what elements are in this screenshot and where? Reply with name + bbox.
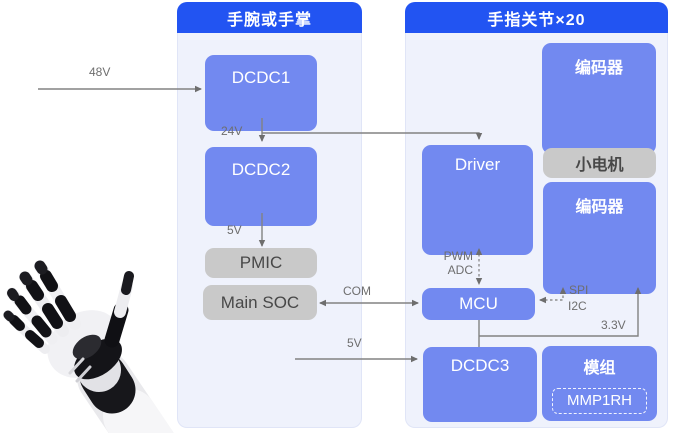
block-dcdc1: DCDC1 — [205, 55, 317, 131]
panel-wrist-palm: 手腕或手掌 DCDC1 DCDC2 PMIC Main SOC — [177, 2, 362, 428]
block-driver: Driver — [422, 145, 533, 255]
block-small-motor: 小电机 — [543, 148, 656, 178]
block-dcdc1-label: DCDC1 — [231, 68, 291, 87]
block-mcu: MCU — [422, 288, 535, 320]
panel-finger-joints-header: 手指关节×20 — [405, 2, 668, 33]
block-dcdc2: DCDC2 — [205, 147, 317, 226]
label-5v-bottom: 5V — [347, 336, 362, 350]
block-main-soc: Main SOC — [203, 285, 317, 320]
block-dcdc3-label: DCDC3 — [450, 356, 510, 375]
robot-hand-illustration — [3, 260, 174, 433]
label-pwm: PWM — [443, 249, 473, 263]
block-dcdc2-label: DCDC2 — [231, 160, 291, 179]
block-dcdc3: DCDC3 — [423, 347, 537, 422]
label-24v: 24V — [221, 124, 243, 138]
block-module-label: 模组 — [583, 360, 616, 377]
label-48v: 48V — [89, 65, 111, 79]
block-pmic-label: PMIC — [239, 253, 283, 272]
label-spi: SPI — [569, 283, 589, 297]
label-adc: ADC — [447, 263, 473, 277]
block-encoder-top-label: 编码器 — [574, 60, 623, 77]
block-driver-label: Driver — [454, 155, 501, 174]
label-i2c: I2C — [568, 299, 587, 313]
block-encoder-top: 编码器 — [542, 43, 656, 154]
label-3v3: 3.3V — [601, 318, 626, 332]
panel-finger-joints: 手指关节×20 编码器 小电机 编码器 Driver MCU DCDC3 模组 … — [405, 2, 668, 428]
block-module: 模组 MMP1RH — [542, 346, 657, 421]
block-encoder-bottom-label: 编码器 — [575, 199, 624, 216]
panel-finger-joints-title: 手指关节×20 — [487, 11, 586, 29]
block-pmic: PMIC — [205, 248, 317, 278]
panel-wrist-palm-header: 手腕或手掌 — [177, 2, 362, 33]
block-main-soc-label: Main SOC — [220, 292, 300, 312]
panel-wrist-palm-title: 手腕或手掌 — [226, 11, 312, 29]
chip-mmp1rh: MMP1RH — [552, 388, 647, 414]
label-com: COM — [343, 284, 371, 298]
label-5v-left: 5V — [227, 223, 242, 237]
block-mcu-label: MCU — [459, 294, 498, 313]
block-small-motor-label: 小电机 — [575, 157, 624, 174]
chip-mmp1rh-label: MMP1RH — [566, 392, 632, 409]
block-encoder-bottom: 编码器 — [543, 182, 656, 294]
